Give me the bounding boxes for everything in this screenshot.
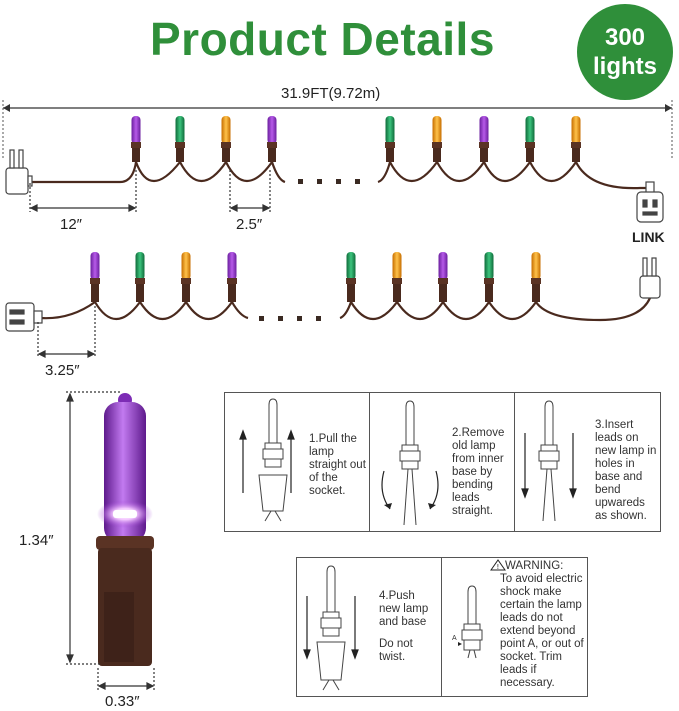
step-1-text: 1.Pull the lamp straight out of the sock… xyxy=(309,433,366,497)
bulb-green xyxy=(346,252,356,302)
link-label: LINK xyxy=(632,229,665,245)
lead-length-dimension xyxy=(29,170,137,212)
bulb-orange xyxy=(432,116,442,162)
bulb-purple xyxy=(131,116,141,162)
bulb-width-label: 0.33″ xyxy=(105,693,140,710)
bulb-orange xyxy=(531,252,541,302)
bulb-green xyxy=(525,116,535,162)
end-lead-length-label: 3.25″ xyxy=(45,362,80,379)
end-lead-dimension xyxy=(37,306,96,358)
step-4-note: Do not twist. xyxy=(379,638,413,663)
row2-bulbs xyxy=(90,252,541,302)
lead-length-label: 12″ xyxy=(60,216,82,233)
step-3-text: 3.Insert leads on new lamp in holes in b… xyxy=(595,419,657,522)
bulb-purple xyxy=(90,252,100,302)
female-plug-row2 xyxy=(5,302,43,332)
step-4-text: 4.Push new lamp and base xyxy=(379,590,429,628)
step-2-text: 2.Remove old lamp from inner base by ben… xyxy=(452,427,505,517)
step-2-illustration xyxy=(381,400,439,526)
warning-panel: ! A WARNING: To avoid electric shock mak… xyxy=(441,557,588,697)
step-1-illustration xyxy=(239,398,295,522)
bulb-green xyxy=(135,252,145,302)
row1-gap-dots xyxy=(298,179,360,184)
badge-count: 300 xyxy=(604,24,646,51)
page-title: Product Details xyxy=(150,13,495,65)
large-bulb-illustration xyxy=(96,393,154,666)
total-length-dimension xyxy=(2,100,673,160)
male-plug-row2 xyxy=(639,257,661,299)
step-1-panel: 1.Pull the lamp straight out of the sock… xyxy=(224,392,371,532)
warning-triangle-icon: ! xyxy=(490,559,506,571)
bulb-orange xyxy=(571,116,581,162)
bulb-green xyxy=(175,116,185,162)
bulb-width-dimension xyxy=(97,668,155,690)
bulb-purple xyxy=(438,252,448,302)
row1-wire xyxy=(30,159,648,190)
bulb-height-dimension xyxy=(66,391,120,665)
bulb-spacing-label: 2.5″ xyxy=(236,216,263,233)
warning-point-label: A xyxy=(452,635,457,642)
row2-gap-dots xyxy=(259,316,321,321)
step-3-illustration xyxy=(521,400,577,522)
bulb-green xyxy=(484,252,494,302)
step-4-illustration xyxy=(303,565,359,691)
bulb-orange xyxy=(392,252,402,302)
spacing-dimension xyxy=(229,170,271,212)
warning-heading: WARNING: xyxy=(505,560,564,572)
step-4-panel: 4.Push new lamp and base Do not twist. xyxy=(296,557,443,697)
step-3-panel: 3.Insert leads on new lamp in holes in b… xyxy=(514,392,661,532)
row1-bulbs xyxy=(131,116,581,162)
female-plug-link xyxy=(636,181,664,223)
svg-text:!: ! xyxy=(497,563,500,571)
bulb-purple xyxy=(267,116,277,162)
warning-illustration: ! xyxy=(458,559,506,659)
row2-wire xyxy=(39,297,652,322)
warning-text: To avoid electric shock make certain the… xyxy=(500,573,584,689)
badge-unit: lights xyxy=(593,53,657,80)
bulb-orange xyxy=(181,252,191,302)
male-plug-row1 xyxy=(5,149,33,195)
bulb-purple xyxy=(479,116,489,162)
total-length-label: 31.9FT(9.72m) xyxy=(281,85,381,102)
bulb-purple xyxy=(227,252,237,302)
bulb-orange xyxy=(221,116,231,162)
step-2-panel: 2.Remove old lamp from inner base by ben… xyxy=(369,392,516,532)
light-count-badge: 300 lights xyxy=(577,4,673,100)
bulb-height-label: 1.34″ xyxy=(19,532,54,549)
bulb-green xyxy=(385,116,395,162)
